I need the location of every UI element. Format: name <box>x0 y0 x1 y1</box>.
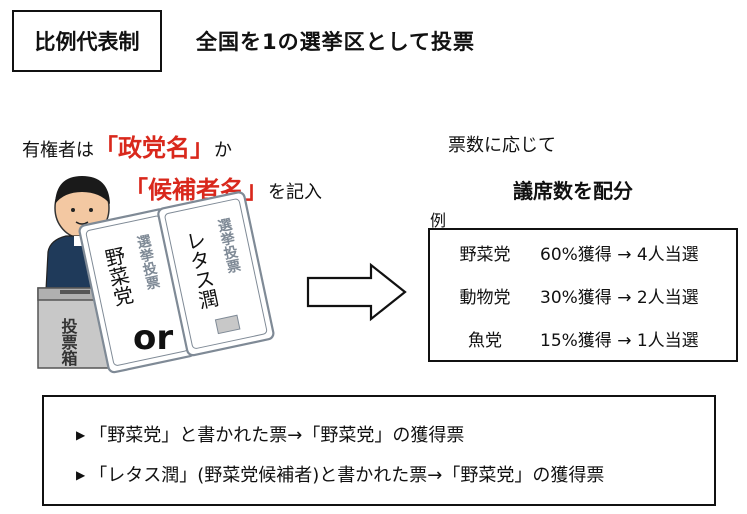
result-party: 魚党 <box>468 331 502 351</box>
title-box: 比例代表制 <box>12 10 162 72</box>
vote-count-text: 票数に応じて <box>448 135 556 156</box>
note-item: ▶「レタス潤」(野菜党候補者)と書かれた票→「野菜党」の獲得票 <box>76 461 604 487</box>
notes-box: ▶「野菜党」と書かれた票→「野菜党」の獲得票 ▶「レタス潤」(野菜党候補者)と書… <box>42 395 716 506</box>
right-arrow-icon <box>306 262 407 322</box>
note-item: ▶「野菜党」と書かれた票→「野菜党」の獲得票 <box>76 421 464 447</box>
voter-instruction-line1: 有権者は「政党名」か <box>22 128 232 163</box>
result-party: 野菜党 <box>459 245 511 265</box>
voting-illustration: 投票箱 選挙投票 野菜党 選挙投票 レタス潤 <box>37 176 275 374</box>
triangle-bullet-icon: ▶ <box>76 428 86 442</box>
ballot-candidate: 選挙投票 レタス潤 <box>157 191 275 357</box>
page-subtitle: 全国を1の選挙区として投票 <box>196 30 475 54</box>
or-label: or <box>133 318 174 358</box>
page-title: 比例代表制 <box>34 30 140 54</box>
result-party: 動物党 <box>459 288 511 308</box>
result-value: 30%獲得 → 2人当選 <box>540 288 699 308</box>
line1-prefix: 有権者は <box>22 140 94 161</box>
result-value: 15%獲得 → 1人当選 <box>540 331 699 351</box>
line2-suffix: を記入 <box>268 182 322 203</box>
line1-suffix: か <box>214 140 232 161</box>
results-box: 野菜党 60%獲得 → 4人当選 動物党 30%獲得 → 2人当選 魚党 15%… <box>428 228 738 362</box>
result-row: 野菜党 60%獲得 → 4人当選 <box>430 240 736 270</box>
result-value: 60%獲得 → 4人当選 <box>540 245 699 265</box>
note-text: 「野菜党」と書かれた票→「野菜党」の獲得票 <box>89 425 465 446</box>
result-row: 動物党 30%獲得 → 2人当選 <box>430 283 736 313</box>
voter-instruction-line2: 「候補者名」を記入 <box>124 170 322 205</box>
result-row: 魚党 15%獲得 → 1人当選 <box>430 326 736 356</box>
example-label: 例 <box>430 211 447 230</box>
party-name-highlight: 「政党名」 <box>94 134 214 162</box>
triangle-bullet-icon: ▶ <box>76 468 86 482</box>
ballot-box-label: 投票箱 <box>59 317 78 367</box>
note-text: 「レタス潤」(野菜党候補者)と書かれた票→「野菜党」の獲得票 <box>89 465 605 486</box>
seat-allocation-heading: 議席数を配分 <box>513 179 633 203</box>
